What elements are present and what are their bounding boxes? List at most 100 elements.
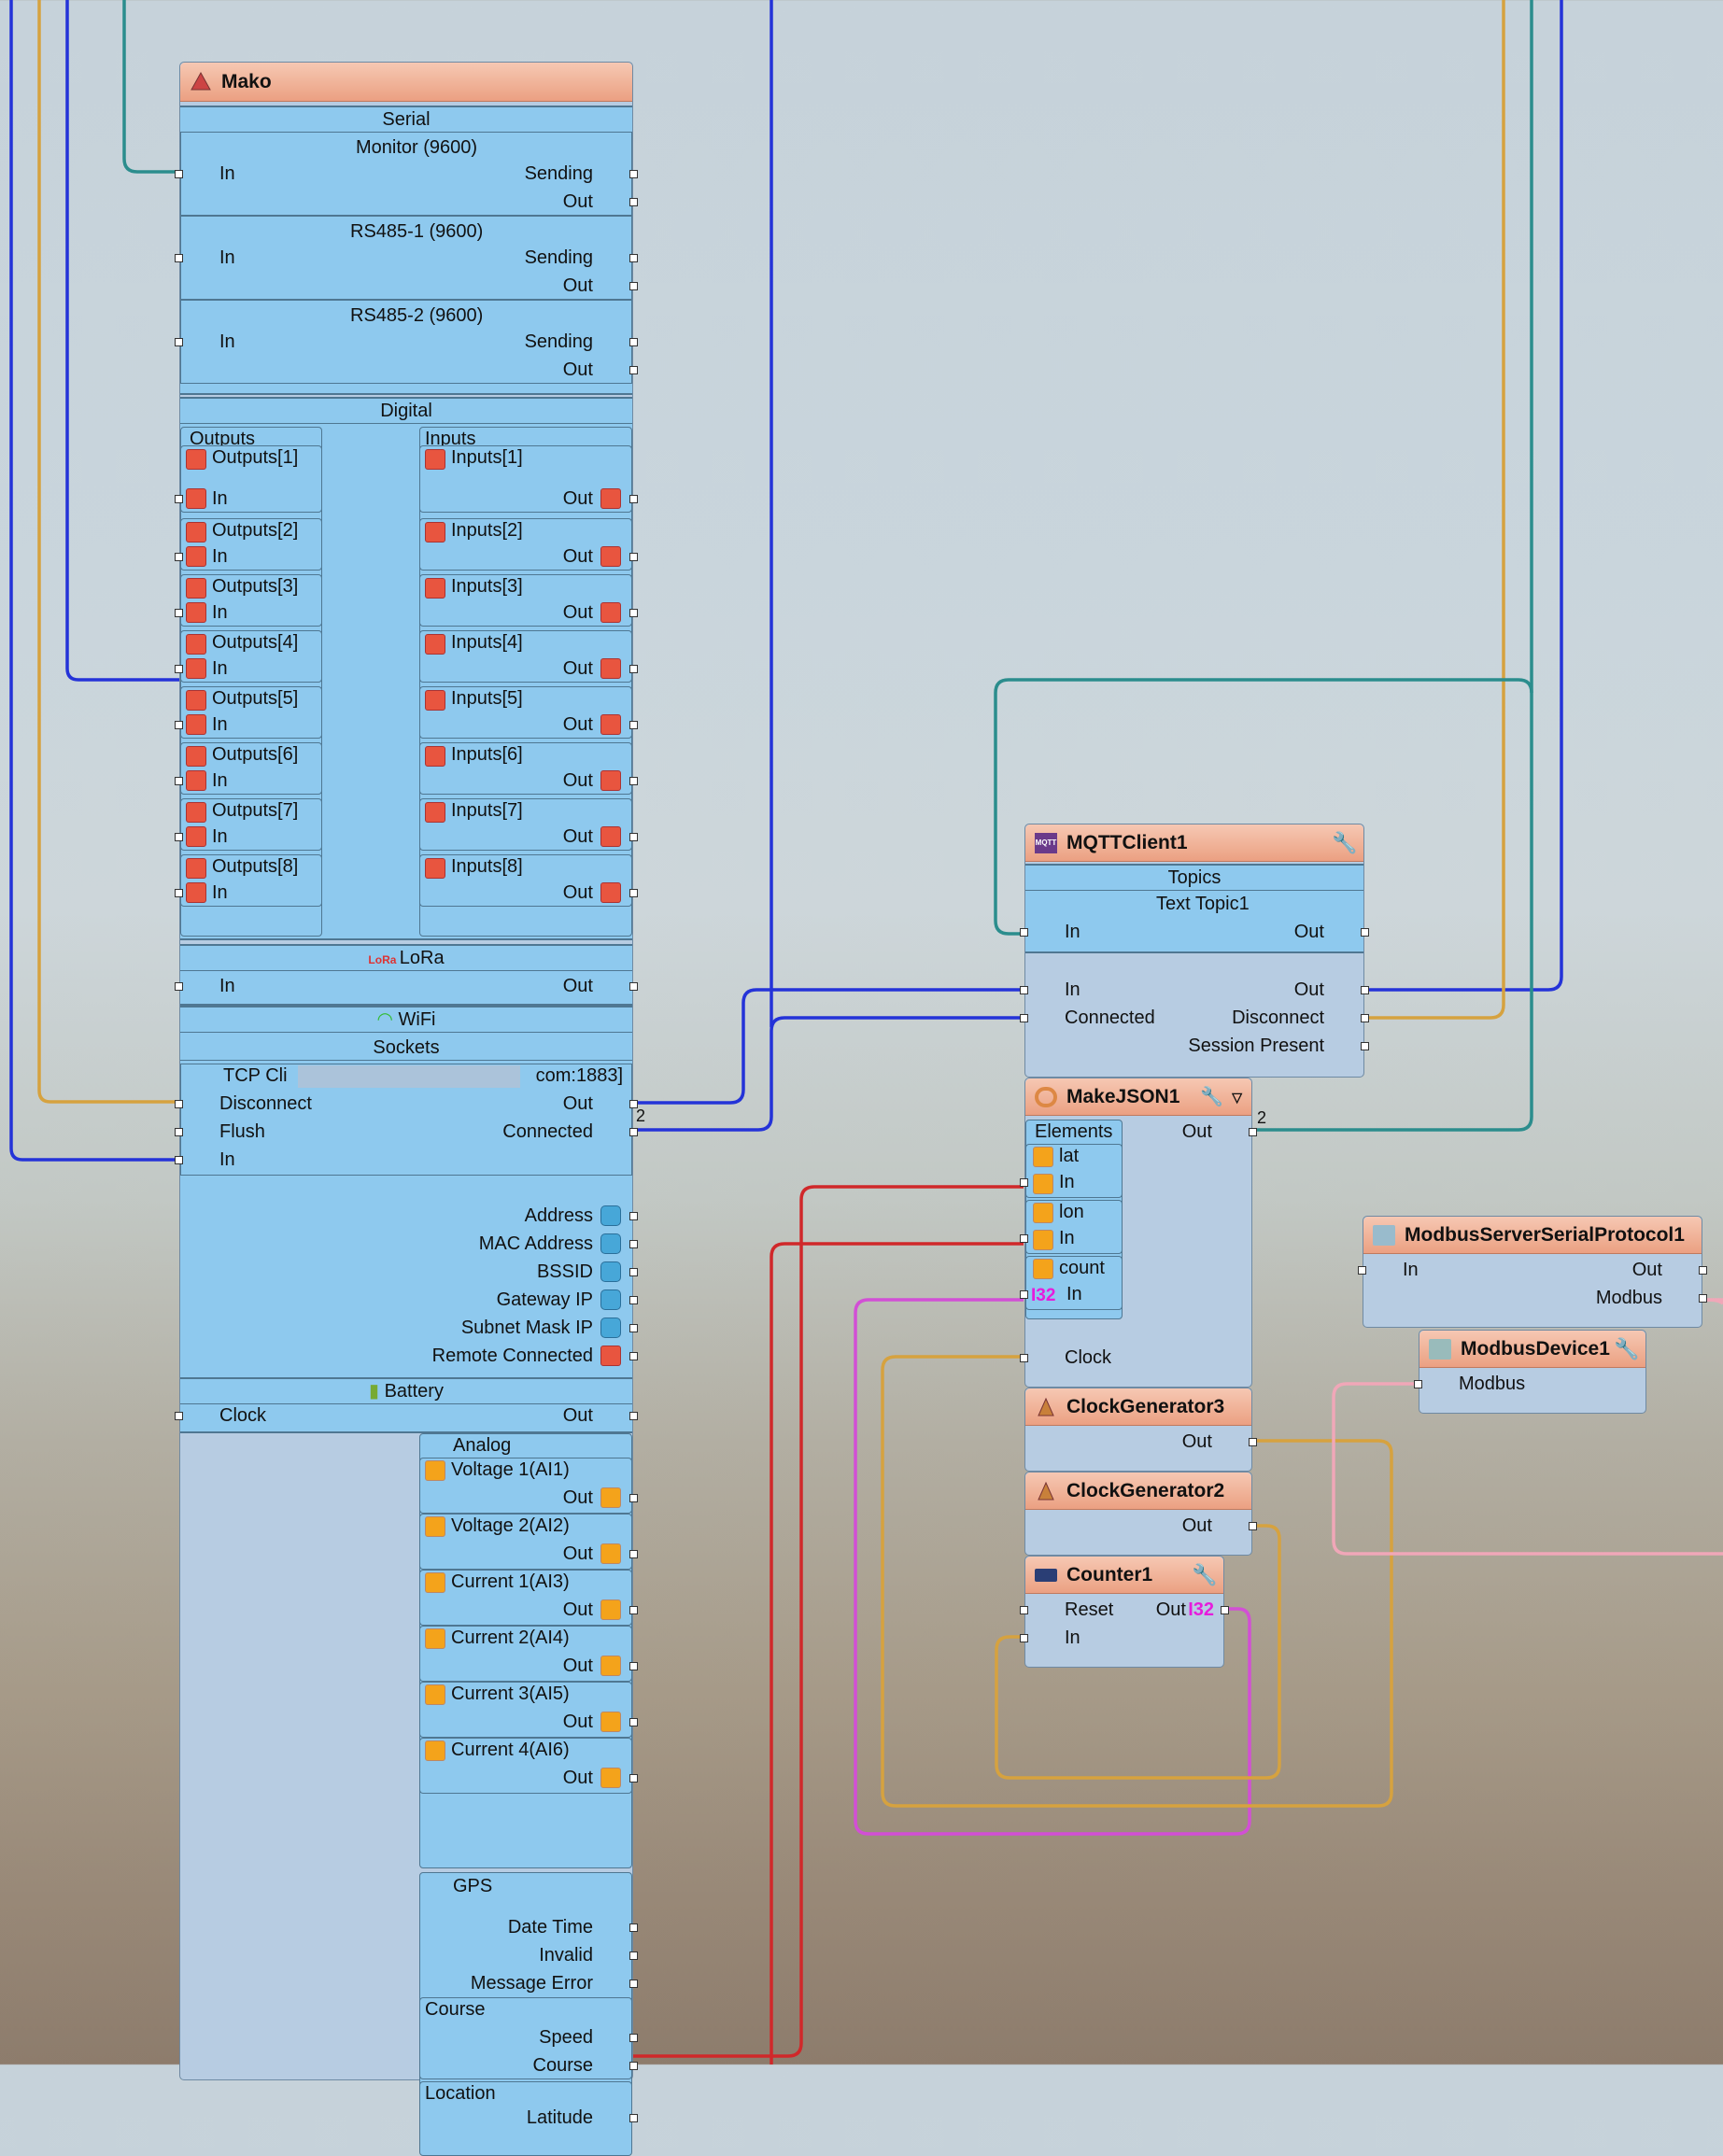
mako-component-left-pin[interactable] (175, 1100, 183, 1108)
makejson-component-left-pin[interactable] (1020, 1354, 1028, 1362)
mqtt-client-component-right-pin[interactable] (1361, 1042, 1369, 1050)
counter-component[interactable]: Counter1 🔧 Reset Out I32 In (1020, 1556, 1229, 1668)
makejson-title[interactable]: MakeJSON1 🔧 ▽ (1025, 1078, 1251, 1116)
wire-teal-monitor-in[interactable] (122, 0, 179, 174)
mako-component-left-pin[interactable] (175, 1128, 183, 1136)
digital-output-in-pin[interactable] (175, 665, 183, 673)
digital-output-in-pin[interactable] (175, 833, 183, 841)
mako-component-right-pin[interactable] (629, 198, 638, 206)
wifi-status-pin[interactable] (629, 1324, 638, 1332)
wire-blue-output4-in[interactable] (65, 0, 179, 682)
wire-red-longitude-lon-in[interactable] (770, 1242, 1024, 2064)
counter-component-left-pin[interactable] (1020, 1634, 1028, 1642)
modbus-device-title[interactable]: ModbusDevice1 🔧 (1419, 1331, 1645, 1368)
digital-output-in-pin[interactable] (175, 889, 183, 897)
wifi-status-pin[interactable] (629, 1240, 638, 1248)
wire-blue-wifi-connected-mqtt-connected[interactable] (633, 1016, 1024, 1132)
analog-out-pin[interactable] (629, 1550, 638, 1558)
counter-component-left-pin[interactable] (1020, 1606, 1028, 1614)
digital-output-in-pin[interactable] (175, 553, 183, 561)
analog-out-pin[interactable] (629, 1662, 638, 1670)
wire-teal-makejson-out[interactable] (1251, 0, 1533, 1132)
mako-title[interactable]: Mako (180, 63, 632, 102)
mako-component-right-pin[interactable] (629, 170, 638, 178)
digital-input-out-pin[interactable] (629, 833, 638, 841)
wrench-icon[interactable]: 🔧 (1332, 831, 1358, 854)
digital-input-out-pin[interactable] (629, 889, 638, 897)
wire-blue-mqtt-out[interactable] (1363, 0, 1563, 992)
mako-component-left-pin[interactable] (175, 254, 183, 262)
digital-input-out-pin[interactable] (629, 609, 638, 617)
mako-component-right-pin[interactable] (629, 366, 638, 374)
digital-input-out-pin[interactable] (629, 495, 638, 503)
mako-component-right-pin[interactable] (629, 1100, 638, 1108)
mako-component-right-pin[interactable] (629, 338, 638, 346)
mqtt-client-component-left-pin[interactable] (1020, 986, 1028, 994)
wifi-status-pin[interactable] (629, 1352, 638, 1360)
mako-component-left-pin[interactable] (175, 338, 183, 346)
digital-input-out-pin[interactable] (629, 777, 638, 785)
json-element-in-pin[interactable] (1020, 1178, 1028, 1187)
wire-red-latitude-lat-in[interactable] (633, 1185, 1024, 2058)
mako-component-right-pin[interactable] (629, 1952, 638, 1960)
mako-component-right-pin[interactable] (629, 1923, 638, 1932)
clockgen3-component[interactable]: ClockGenerator3 Out (1024, 1388, 1257, 1472)
digital-output-in-pin[interactable] (175, 495, 183, 503)
wire-magenta-counter-count[interactable] (854, 1298, 1251, 1836)
counter-component-right-pin[interactable] (1221, 1606, 1229, 1614)
analog-out-pin[interactable] (629, 1494, 638, 1502)
modbus-protocol-title[interactable]: ModbusServerSerialProtocol1 (1363, 1217, 1702, 1254)
digital-output-in-pin[interactable] (175, 721, 183, 729)
digital-input-out-pin[interactable] (629, 553, 638, 561)
mako-component-right-pin[interactable] (629, 2114, 638, 2122)
mqtt-client-component-right-pin[interactable] (1361, 928, 1369, 937)
wire-orange-clockgen2-counter-in[interactable] (995, 1524, 1281, 1780)
mako-component-right-pin[interactable] (629, 254, 638, 262)
mako-component-right-pin[interactable] (629, 1128, 638, 1136)
json-element-in-pin[interactable] (1020, 1290, 1028, 1299)
modbus-device-component[interactable]: ModbusDevice1 🔧 Modbus (1414, 1330, 1646, 1414)
mako-component-left-pin[interactable] (175, 170, 183, 178)
wrench-icon[interactable]: 🔧 (1614, 1337, 1640, 1360)
wire-orange-wifi-disconnect[interactable] (37, 0, 179, 1104)
mqtt-client-component-right-pin[interactable] (1361, 1014, 1369, 1022)
clockgen2-title[interactable]: ClockGenerator2 (1025, 1473, 1251, 1510)
mako-component-right-pin[interactable] (629, 1980, 638, 1988)
modbus-protocol-component-right-pin[interactable] (1699, 1294, 1707, 1303)
digital-input-out-pin[interactable] (629, 665, 638, 673)
clockgen3-component-right-pin[interactable] (1249, 1438, 1257, 1446)
mako-component[interactable]: Mako Serial Monitor (9600) In Sending Ou… (175, 62, 645, 2156)
mako-component-right-pin[interactable] (629, 282, 638, 290)
clockgen3-title[interactable]: ClockGenerator3 (1025, 1388, 1251, 1426)
clockgen2-component[interactable]: ClockGenerator2 Out (1024, 1472, 1257, 1556)
digital-output-in-pin[interactable] (175, 609, 183, 617)
mako-component-right-pin[interactable] (629, 2034, 638, 2042)
mqtt-client-component-right-pin[interactable] (1361, 986, 1369, 994)
wifi-status-pin[interactable] (629, 1296, 638, 1304)
mako-component-left-pin[interactable] (175, 982, 183, 991)
modbus-protocol-component-right-pin[interactable] (1699, 1266, 1707, 1275)
mqtt-client-component-left-pin[interactable] (1020, 1014, 1028, 1022)
clockgen2-component-right-pin[interactable] (1249, 1522, 1257, 1530)
mako-component-right-pin[interactable] (629, 982, 638, 991)
wire-orange-clockgen3-clock[interactable] (881, 1355, 1393, 1808)
wire-blue-wifi-in[interactable] (9, 0, 179, 1162)
digital-output-in-pin[interactable] (175, 777, 183, 785)
mako-component-left-pin[interactable] (175, 1412, 183, 1420)
mako-component-left-pin[interactable] (175, 1156, 183, 1164)
analog-out-pin[interactable] (629, 1774, 638, 1783)
makejson-component-right-pin[interactable] (1249, 1128, 1257, 1136)
analog-out-pin[interactable] (629, 1606, 638, 1614)
wifi-status-pin[interactable] (629, 1268, 638, 1276)
wire-teal-mqtt-topic-in[interactable] (994, 678, 1533, 936)
digital-input-out-pin[interactable] (629, 721, 638, 729)
mako-component-right-pin[interactable] (629, 1412, 638, 1420)
mqtt-client-component-left-pin[interactable] (1020, 928, 1028, 937)
wire-orange-mqtt-disconnect[interactable] (1363, 0, 1505, 1020)
analog-out-pin[interactable] (629, 1718, 638, 1726)
modbus-protocol-component[interactable]: ModbusServerSerialProtocol1 In Out Modbu… (1358, 1216, 1707, 1328)
mqtt-title[interactable]: MQTT MQTTClient1 🔧 (1025, 824, 1363, 862)
modbus-device-component-left-pin[interactable] (1414, 1380, 1422, 1388)
mako-component-right-pin[interactable] (629, 2062, 638, 2070)
